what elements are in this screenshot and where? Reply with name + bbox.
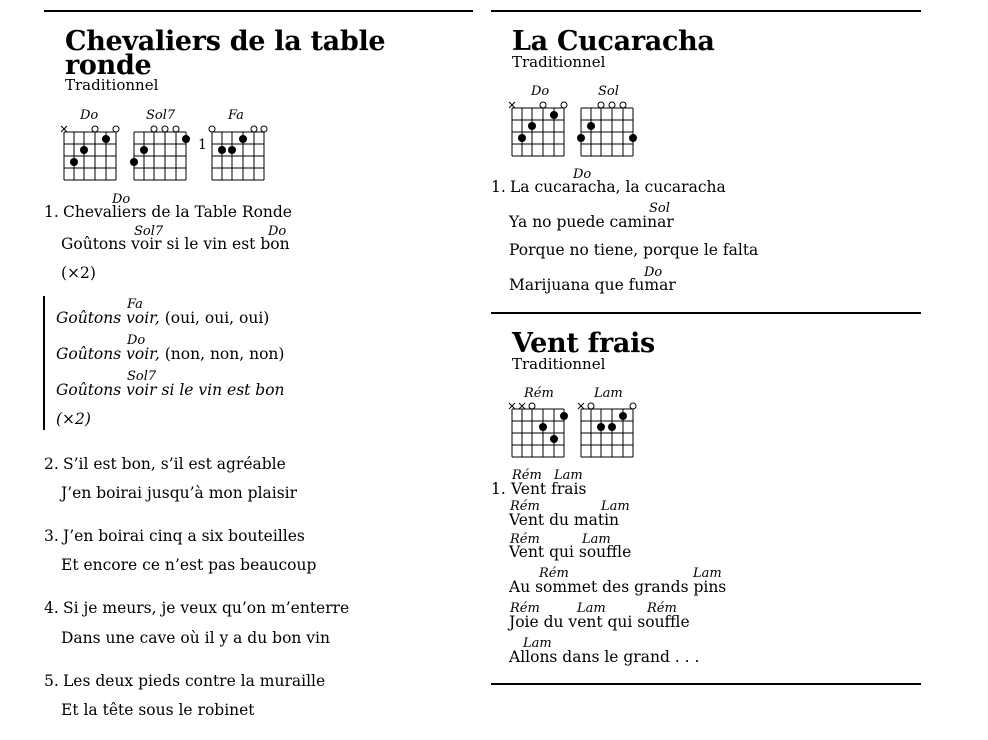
chord-label: Do	[644, 265, 663, 280]
chord-diagram-fa	[208, 125, 268, 181]
top-rule-right	[491, 10, 921, 12]
lyric-line: Dans une cave où il y a du bon vin	[61, 629, 331, 647]
diagram-name-sol: Sol	[598, 84, 619, 99]
chord-label: Rém	[510, 601, 540, 616]
lyric-line: Joie du vent qui souffle	[509, 613, 690, 631]
lyric-segment: Goûtons voir,	[56, 345, 160, 363]
lyric-line: S’il est bon, s’il est agréable	[63, 455, 286, 473]
chord-label: Rém	[510, 499, 540, 514]
verse-number: 4.	[44, 599, 59, 617]
chord-label: Do	[127, 333, 146, 348]
chord-label: Rém	[512, 468, 542, 483]
lyric-line: Marijuana que fumar	[509, 276, 676, 294]
diagram-name-sol7: Sol7	[146, 108, 176, 123]
verse-number: 1.	[491, 178, 506, 196]
verse-number: 3.	[44, 527, 59, 545]
refrain-line: Goûtons voir, (oui, oui, oui)	[56, 308, 269, 328]
lyric-line: Vent qui souffle	[509, 543, 632, 561]
song-title-line2: ronde	[65, 50, 152, 81]
lyric-segment: si le vin est bon	[166, 235, 290, 253]
diagram-name-fa: Fa	[228, 108, 244, 123]
chord-label: Rém	[647, 601, 677, 616]
refrain-bar	[43, 296, 45, 430]
lyric-segment: Goûtons voir,	[56, 309, 160, 327]
song-author: Traditionnel	[512, 355, 606, 373]
lyric-segment: Goûtons voir	[61, 235, 167, 253]
refrain-line: Goûtons voir si le vin est bon	[56, 381, 285, 399]
lyric-line: Et encore ce n’est pas beaucoup	[61, 556, 317, 574]
chord-label: Lam	[523, 636, 552, 651]
lyric-line: Les deux pieds contre la muraille	[63, 672, 326, 690]
song-title: La Cucaracha	[512, 26, 715, 57]
chord-label: Lam	[693, 566, 722, 581]
verse-number: 2.	[44, 455, 59, 473]
lyric-line: Si je meurs, je veux qu’on m’enterre	[63, 599, 350, 617]
separator-rule-2	[491, 683, 921, 685]
chord-diagram-rem	[508, 402, 568, 458]
diagram-name-do: Do	[531, 84, 550, 99]
chord-label: Do	[268, 224, 287, 239]
chord-label: Do	[573, 167, 592, 182]
chord-label: Rém	[510, 532, 540, 547]
chord-label: Lam	[554, 468, 583, 483]
refrain-line: Goûtons voir, (non, non, non)	[56, 344, 284, 364]
song-title-line1: Chevaliers de la table	[65, 26, 386, 57]
chord-label: Sol7	[134, 224, 164, 239]
lyric-line: Vent frais	[511, 479, 586, 499]
lyric-line: Chevaliers de la Table Ronde	[63, 203, 292, 221]
chord-label: Lam	[582, 532, 611, 547]
chord-label: Lam	[577, 601, 606, 616]
lyric-segment: (non, non, non)	[159, 345, 285, 363]
lyric-line: J’en boirai jusqu’à mon plaisir	[61, 484, 298, 502]
verse-number: 5.	[44, 672, 59, 690]
chord-label: Fa	[127, 297, 143, 312]
lyric-segment: frais	[551, 480, 587, 498]
repeat-marker: (×2)	[61, 264, 96, 282]
chord-label: Lam	[601, 499, 630, 514]
chord-label: Sol7	[127, 369, 157, 384]
diagram-name-do: Do	[80, 108, 99, 123]
chord-diagram-do	[508, 101, 568, 157]
song-author: Traditionnel	[65, 76, 159, 94]
lyric-segment: Vent	[511, 480, 552, 498]
verse-number: 1.	[491, 480, 506, 498]
lyric-line: Au sommet des grands pins	[509, 578, 727, 596]
repeat-marker: (×2)	[56, 410, 91, 428]
lyric-line: Allons dans le grand . . .	[509, 648, 700, 666]
chord-diagram-lam	[577, 402, 637, 458]
chord-diagram-sol7	[130, 125, 190, 181]
lyric-line: Et la tête sous le robinet	[61, 701, 255, 719]
diagram-name-lam: Lam	[594, 386, 623, 401]
chord-label: Sol	[649, 201, 670, 216]
separator-rule-1	[491, 312, 921, 314]
lyric-line: Vent du matin	[509, 511, 620, 529]
song-author: Traditionnel	[512, 53, 606, 71]
lyric-segment: (oui, oui, oui)	[159, 309, 270, 327]
song-title: Vent frais	[512, 328, 655, 359]
lyric-line: J’en boirai cinq a six bouteilles	[63, 527, 305, 545]
top-rule-left	[44, 10, 473, 12]
lyric-line: Porque no tiene, porque le falta	[509, 241, 759, 259]
lyric-line: Goûtons voir si le vin est bon	[61, 234, 290, 254]
chord-label: Do	[112, 192, 131, 207]
chord-diagram-sol	[577, 101, 637, 157]
lyric-line: Ya no puede caminar	[509, 213, 674, 231]
lyric-line: La cucaracha, la cucaracha	[510, 178, 726, 196]
fa-base-fret: 1	[198, 137, 207, 153]
diagram-name-rem: Rém	[524, 386, 554, 401]
verse-number: 1.	[44, 203, 59, 221]
chord-label: Rém	[539, 566, 569, 581]
chord-diagram-do	[60, 125, 120, 181]
